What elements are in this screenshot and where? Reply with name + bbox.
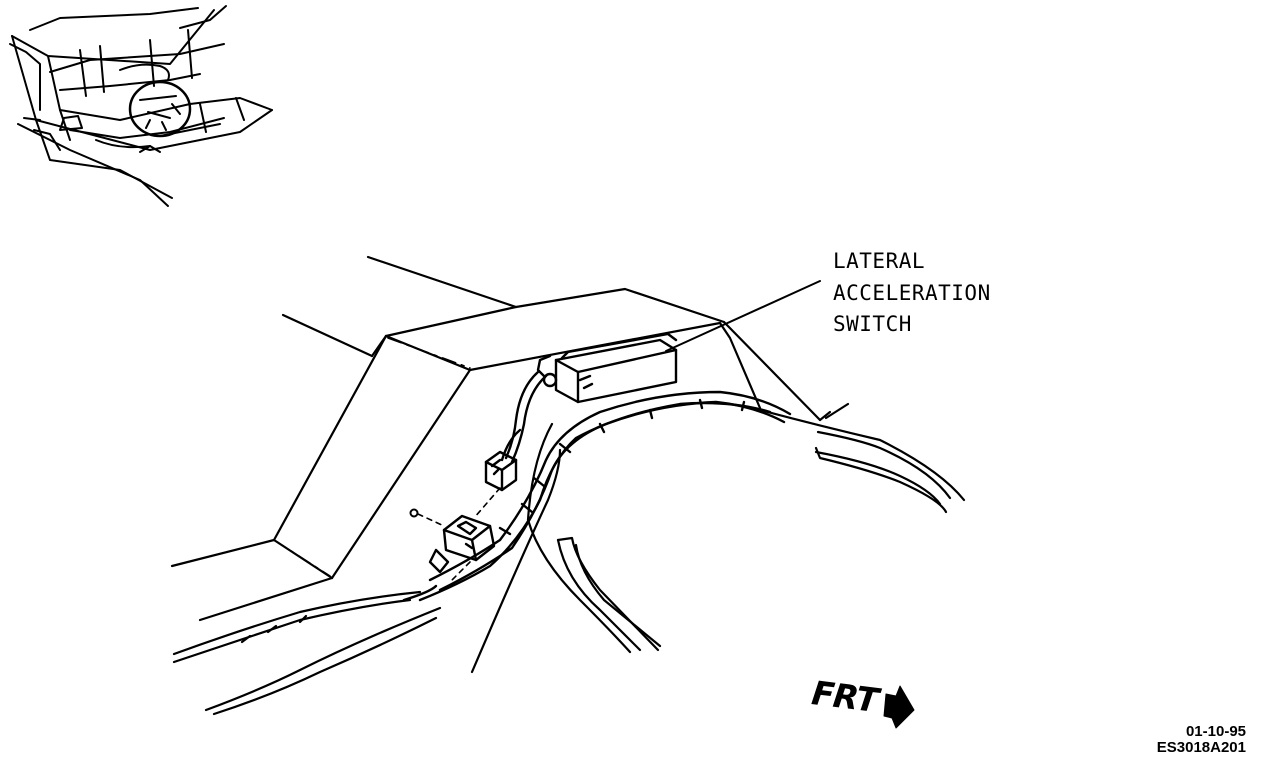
front-direction-label: FRT	[809, 673, 880, 720]
wiring-harness	[402, 370, 792, 602]
callout-line-3: SWITCH	[833, 312, 912, 336]
carpet-edges	[172, 590, 442, 716]
harness-connectors	[428, 450, 518, 574]
fastener	[409, 508, 419, 518]
console-fold-lines	[273, 337, 471, 577]
lateral-acceleration-switch-callout: LATERAL ACCELERATION SWITCH	[833, 246, 991, 341]
callout-line-1: LATERAL	[833, 249, 926, 273]
floor-panel	[470, 402, 966, 674]
floor-console-body	[170, 255, 822, 622]
connector-routing-lines	[417, 487, 501, 581]
vehicle-locator-inset	[9, 5, 273, 207]
figure-date: 01-10-95	[1185, 723, 1246, 740]
callout-line-2: ACCELERATION	[833, 280, 991, 305]
figure-code: ES3018A201	[1156, 739, 1246, 756]
callout-leader-line	[665, 280, 821, 352]
lateral-acceleration-switch-module	[536, 332, 678, 404]
figure-stamp: 01-10-95 ES3018A201	[1157, 724, 1246, 756]
front-arrow-icon	[883, 685, 915, 729]
